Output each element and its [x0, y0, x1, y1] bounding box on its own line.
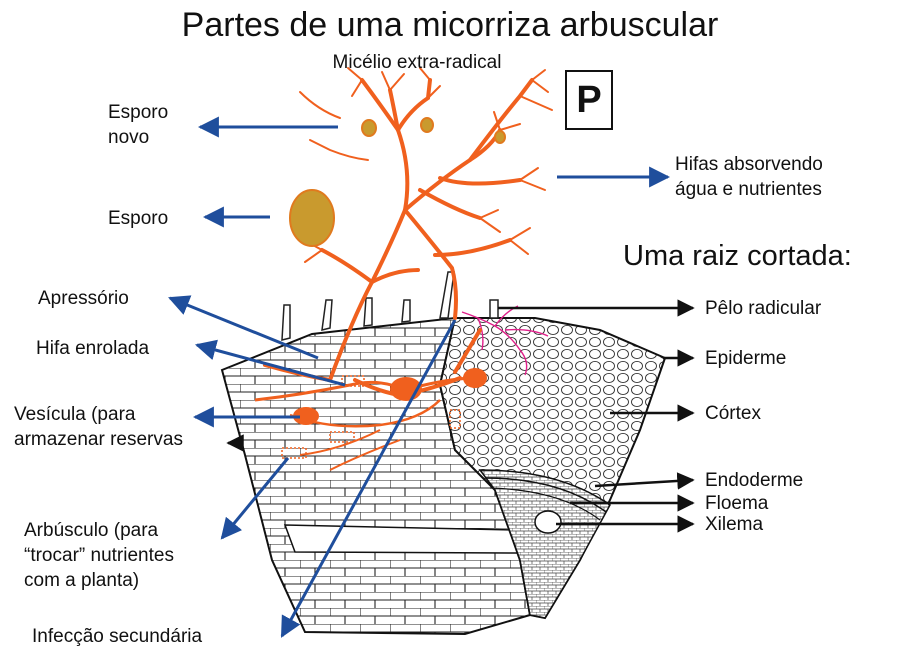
label-epiderme: Epiderme — [705, 348, 787, 369]
diagram-subtitle: Micélio extra-radical — [332, 52, 502, 73]
label-cortex: Córtex — [705, 403, 761, 424]
label-endoderme: Endoderme — [705, 470, 804, 491]
p-badge: P — [565, 70, 613, 130]
label-esporo-novo: Esporo novo — [108, 102, 169, 148]
pink-hyphae — [461, 305, 549, 376]
label-pelo-radicular: Pêlo radicular — [705, 298, 822, 319]
diagram-title: Partes de uma micorriza arbuscular — [181, 6, 719, 44]
blue-arrows — [168, 116, 671, 638]
label-floema: Floema — [705, 493, 769, 514]
label-hifas-absorvendo: Hifas absorvendo água e nutrientes — [675, 154, 823, 200]
label-vesicula: Vesícula (para armazenar reservas — [14, 404, 183, 450]
black-arrows — [226, 299, 695, 533]
root-block-cross-section — [438, 317, 667, 620]
label-hifa-enrolada: Hifa enrolada — [36, 338, 150, 359]
root-block-longitudinal — [220, 316, 532, 636]
spores — [289, 117, 506, 247]
mycelium-fine-branches — [299, 67, 553, 263]
root-hairs — [281, 271, 499, 341]
label-esporo: Esporo — [108, 208, 169, 229]
label-arbusculo: Arbúsculo (para “trocar” nutrientes com … — [24, 520, 174, 591]
label-xilema: Xilema — [705, 514, 764, 535]
label-infeccao-secundaria: Infecção secundária — [32, 626, 203, 647]
section-label: Uma raiz cortada: — [623, 240, 852, 272]
label-apressorio: Apressório — [38, 288, 129, 309]
